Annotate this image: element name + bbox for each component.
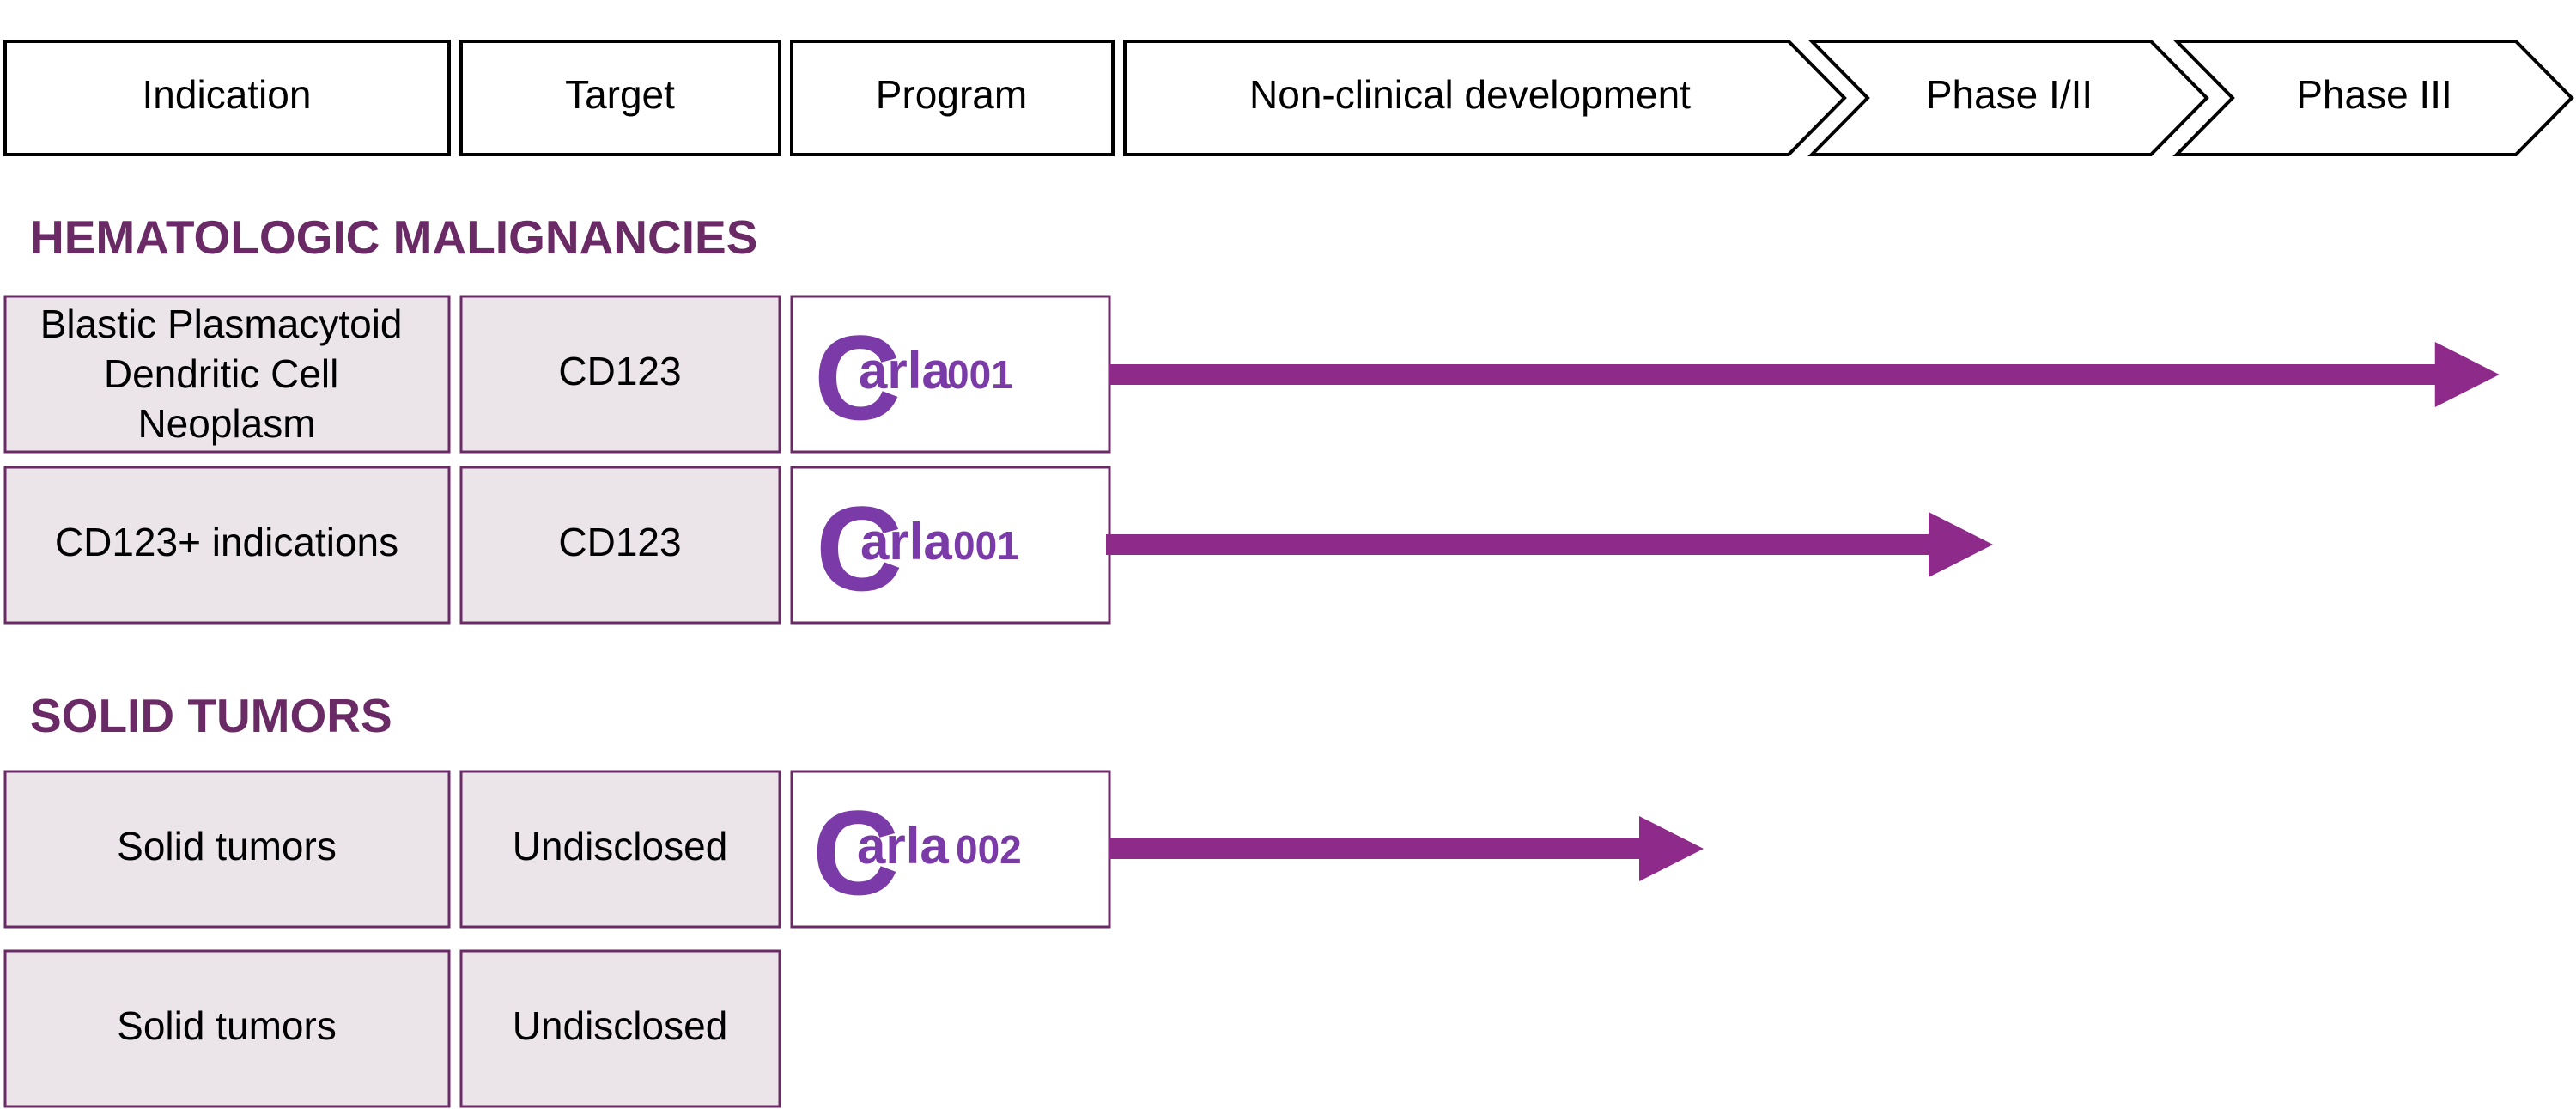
carla001-logo: C arla 001	[816, 481, 1019, 616]
progress-arrow-head	[1639, 816, 1704, 881]
target-cell	[459, 770, 781, 929]
carla001-logo: C arla 001	[814, 310, 1013, 445]
progress-arrow-shaft	[1109, 838, 1640, 859]
indication-line: Blastic Plasmacytoid	[40, 302, 403, 346]
indication-line: Neoplasm	[137, 401, 315, 446]
progress-arrow-head	[2434, 342, 2500, 407]
progress-arrow	[1109, 342, 2500, 407]
section-title-solid: SOLID TUMORS	[30, 689, 392, 742]
indication-cell	[3, 295, 451, 454]
indication-line: Dendritic Cell	[104, 351, 339, 396]
header-phase-nonclinical-chevron	[1123, 40, 1847, 156]
progress-arrow-head	[1929, 512, 1993, 577]
pipeline-row-solid-1: Solid tumors Undisclosed C arla 002	[3, 770, 1704, 929]
target-text: Undisclosed	[513, 824, 728, 868]
pipeline-row-solid-2: Solid tumors Undisclosed	[3, 949, 781, 1108]
header-phase-3-label: Phase III	[2296, 72, 2452, 117]
target-text: CD123	[558, 520, 681, 564]
progress-arrow	[1109, 816, 1704, 881]
logo-number: 001	[953, 523, 1019, 568]
section-title-hematologic: HEMATOLOGIC MALIGNANCIES	[30, 210, 757, 264]
indication-cell	[3, 949, 451, 1108]
logo-number: 002	[956, 827, 1022, 872]
header-phase-nonclinical-label: Non-clinical development	[1249, 72, 1691, 117]
header-program-box	[790, 40, 1115, 156]
header-phase-3-chevron	[2172, 40, 2574, 156]
logo-letter-c: C	[816, 481, 902, 616]
logo-letter-c: C	[812, 785, 899, 920]
logo-arla: arla	[859, 342, 951, 399]
header-indication-box	[3, 40, 451, 156]
logo-arla: arla	[857, 817, 949, 874]
pipeline-row-hematologic-2: CD123+ indications CD123 C arla 001	[3, 466, 1993, 625]
target-text: CD123	[558, 349, 681, 393]
logo-arla: arla	[860, 513, 952, 570]
indication-text: Solid tumors	[117, 824, 337, 868]
header-row: Indication Target Program Non-clinical d…	[3, 40, 2574, 156]
target-text: Undisclosed	[513, 1003, 728, 1048]
indication-text: Solid tumors	[117, 1003, 337, 1048]
header-program-label: Program	[876, 72, 1027, 117]
header-indication-label: Indication	[143, 72, 312, 117]
pipeline-row-hematologic-1: Blastic Plasmacytoid Dendritic Cell Neop…	[3, 295, 2500, 454]
header-target-box	[459, 40, 781, 156]
header-phase-1-2-chevron	[1807, 40, 2209, 156]
header-target-label: Target	[565, 72, 675, 117]
progress-arrow-shaft	[1106, 534, 1929, 555]
carla002-logo: C arla 002	[812, 785, 1022, 920]
logo-letter-c: C	[814, 310, 901, 445]
indication-text: CD123+ indications	[55, 520, 398, 564]
program-cell	[790, 770, 1111, 929]
progress-arrow	[1106, 512, 1993, 577]
logo-number: 001	[947, 352, 1013, 397]
target-cell	[459, 949, 781, 1108]
target-cell	[459, 295, 781, 454]
indication-cell	[3, 770, 451, 929]
indication-cell	[3, 466, 451, 625]
target-cell	[459, 466, 781, 625]
program-cell	[790, 295, 1111, 454]
indication-text: Blastic Plasmacytoid Dendritic Cell Neop…	[40, 302, 414, 446]
header-phase-1-2-label: Phase I/II	[1926, 72, 2093, 117]
progress-arrow-shaft	[1109, 364, 2436, 385]
